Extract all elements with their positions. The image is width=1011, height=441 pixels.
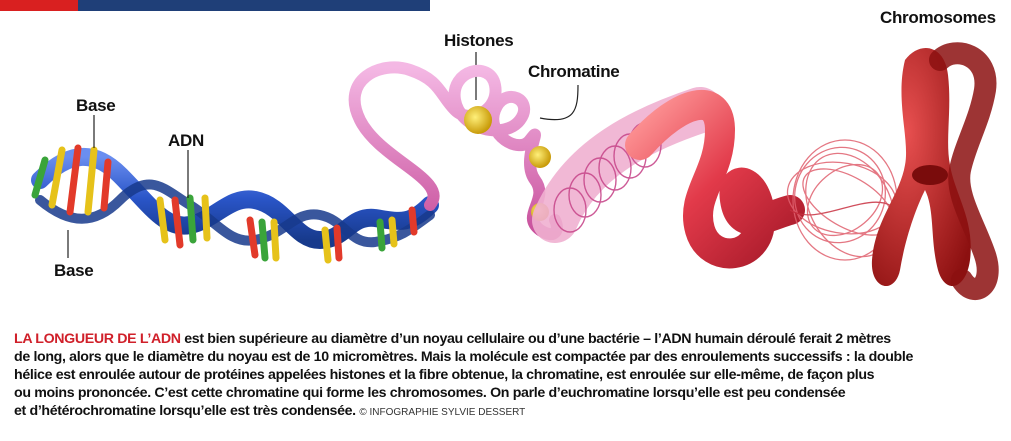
dna-strand-front <box>40 157 430 240</box>
caption-line-5-text: et d’hétérochromatine lorsqu’elle est tr… <box>14 403 356 419</box>
label-histones: Histones <box>444 31 513 51</box>
caption-line-1-rest: est bien supérieure au diamètre d’un noy… <box>181 331 891 347</box>
caption-line: LA LONGUEUR DE L’ADN est bien supérieure… <box>14 330 1009 348</box>
caption-line-5: et d’hétérochromatine lorsqu’elle est tr… <box>14 402 1009 422</box>
condensed-chromatin <box>640 105 790 253</box>
label-adn: ADN <box>168 131 204 151</box>
caption-line-3: hélice est enroulée autour de protéines … <box>14 366 1009 384</box>
label-chromatine: Chromatine <box>528 62 619 82</box>
histone-icon <box>464 106 492 134</box>
label-base-top: Base <box>76 96 115 116</box>
histone-icon <box>529 146 551 168</box>
caption-text: LA LONGUEUR DE L’ADN est bien supérieure… <box>14 330 1009 422</box>
label-chromosomes: Chromosomes <box>880 8 996 28</box>
caption-line-4: ou moins prononcée. C’est cette chromati… <box>14 384 1009 402</box>
caption-line-2: de long, alors que le diamètre du noyau … <box>14 348 1009 366</box>
dna-double-helix <box>35 148 430 260</box>
label-base-bottom: Base <box>54 261 93 281</box>
caption-lead: LA LONGUEUR DE L’ADN <box>14 331 181 347</box>
histone-fiber <box>355 67 557 234</box>
centromere <box>912 165 948 185</box>
label-pointers <box>68 52 578 258</box>
caption-credit: © INFOGRAPHIE SYLVIE DESSERT <box>359 407 525 418</box>
